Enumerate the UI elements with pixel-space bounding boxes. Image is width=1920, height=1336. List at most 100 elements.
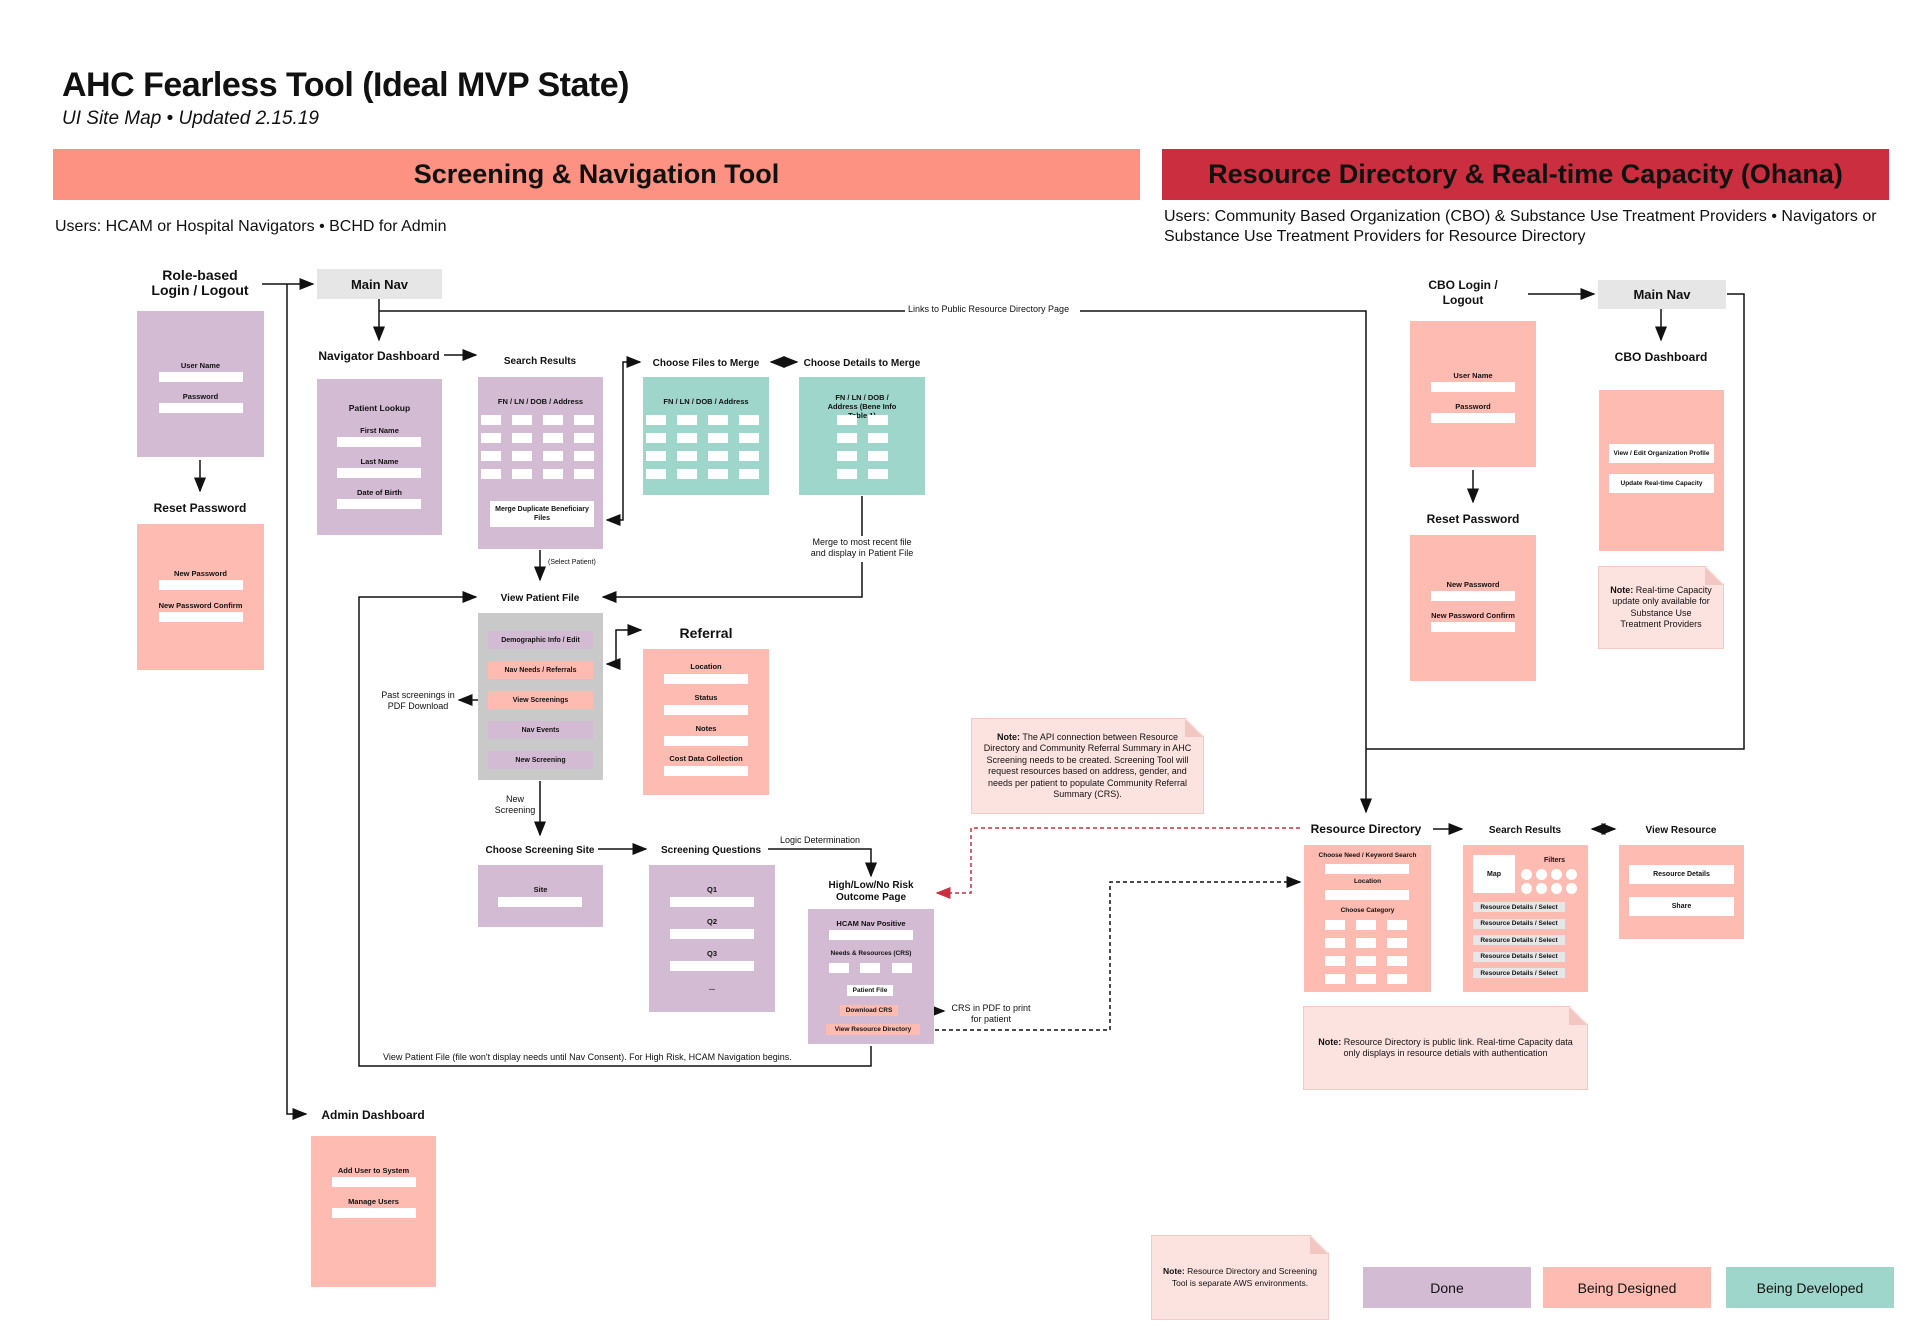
cbo-main-nav-button[interactable]: Main Nav (1598, 280, 1726, 309)
rd-location-field[interactable] (1325, 890, 1409, 900)
label-bg (905, 303, 1080, 317)
annotation-new-screening: New Screening (494, 794, 536, 815)
filter-option[interactable] (1521, 883, 1532, 894)
resource-result-row[interactable]: Resource Details / Select (1473, 951, 1565, 962)
table-heading: FN / LN / DOB / Address (497, 397, 584, 406)
screen-navigator-dashboard: Patient Lookup First Name Last Name Date… (317, 379, 442, 535)
note-rd-public: Note: Resource Directory is public link.… (1303, 1006, 1588, 1090)
field-label: Cost Data Collection (669, 754, 743, 763)
screen-outcome-page: HCAM Nav Positive Needs & Resources (CRS… (808, 909, 934, 1044)
notes-field[interactable] (664, 736, 748, 746)
merge-duplicate-button[interactable]: Merge Duplicate Beneficiary Files (490, 501, 594, 527)
cbo-username-field[interactable] (1431, 382, 1515, 392)
grid-cell (1387, 974, 1407, 984)
note-cbo-capacity: Note: Real-time Capacity update only ava… (1598, 566, 1724, 649)
arrow-login-admin (286, 284, 308, 1120)
q1-field[interactable] (670, 897, 754, 907)
nav-events-button[interactable]: Nav Events (488, 721, 593, 739)
manage-users-field[interactable] (332, 1208, 416, 1218)
field-label: Q3 (706, 949, 717, 958)
filter-option[interactable] (1536, 883, 1547, 894)
resource-result-row[interactable]: Resource Details / Select (1473, 935, 1565, 945)
grid-cell (481, 451, 501, 461)
crs-field[interactable] (829, 963, 849, 973)
screening-users: Users: HCAM or Hospital Navigators • BCH… (55, 218, 447, 235)
add-user-field[interactable] (332, 1177, 416, 1187)
crs-field[interactable] (892, 963, 912, 973)
dashed-arrow-api-connection (935, 827, 1300, 899)
site-field[interactable] (498, 897, 582, 907)
annotation-links-public: Links to Public Resource Directory Page (908, 304, 1070, 314)
legend-being-developed: Being Developed (1726, 1267, 1894, 1308)
resource-result-row[interactable]: Resource Details / Select (1473, 902, 1565, 912)
screen-cbo-reset-password: New Password New Password Confirm (1410, 535, 1536, 681)
cbo-password-field[interactable] (1431, 413, 1515, 423)
q3-field[interactable] (670, 961, 754, 971)
nav-needs-referrals-button[interactable]: Nav Needs / Referrals (488, 661, 593, 679)
field-label: New Password (1446, 580, 1500, 589)
screen-label-rd-search-results: Search Results (1488, 825, 1562, 836)
screen-label-search-results: Search Results (503, 356, 577, 367)
filter-option[interactable] (1566, 883, 1577, 894)
grid-cell (837, 433, 857, 443)
annotation-past-screenings: Past screenings in PDF Download (381, 690, 455, 711)
q2-field[interactable] (670, 929, 754, 939)
keyword-search-field[interactable] (1325, 864, 1409, 874)
cost-data-field[interactable] (664, 766, 748, 776)
nav-positive-field[interactable] (829, 930, 913, 940)
share-button[interactable]: Share (1629, 897, 1734, 916)
grid-cell (708, 469, 728, 479)
filter-option[interactable] (1521, 869, 1532, 880)
last-name-field[interactable] (337, 468, 421, 478)
username-field[interactable] (159, 372, 243, 382)
filter-option[interactable] (1566, 869, 1577, 880)
annotation-view-patient-loop: View Patient File (file won't display ne… (383, 1052, 792, 1062)
screen-label-login: Role-based Login / Logout (151, 267, 249, 298)
demographic-info-button[interactable]: Demographic Info / Edit (488, 631, 593, 649)
update-capacity-button[interactable]: Update Real-time Capacity (1609, 474, 1714, 493)
grid-cell (1325, 938, 1345, 948)
grid-cell (574, 433, 594, 443)
cbo-new-password-confirm-field[interactable] (1431, 622, 1515, 632)
arrow-mainnav-resource-directory (379, 310, 1372, 814)
crs-field[interactable] (860, 963, 880, 973)
screen-label-screening-questions: Screening Questions (660, 845, 762, 856)
status-field[interactable] (664, 705, 748, 715)
edit-org-profile-button[interactable]: View / Edit Organization Profile (1609, 444, 1714, 463)
filter-option[interactable] (1536, 869, 1547, 880)
grid-cell (1356, 956, 1376, 966)
filter-option[interactable] (1551, 869, 1562, 880)
grid-cell (574, 415, 594, 425)
filter-option[interactable] (1551, 883, 1562, 894)
grid-cell (708, 415, 728, 425)
resource-result-row[interactable]: Resource Details / Select (1473, 968, 1565, 978)
grid-cell (512, 451, 532, 461)
new-password-field[interactable] (159, 580, 243, 590)
grid-cell (677, 469, 697, 479)
location-field[interactable] (664, 674, 748, 684)
patient-file-button[interactable]: Patient File (847, 985, 893, 996)
new-screening-button[interactable]: New Screening (488, 751, 593, 769)
grid-cell (574, 469, 594, 479)
first-name-field[interactable] (337, 437, 421, 447)
view-screenings-button[interactable]: View Screenings (488, 691, 593, 709)
resource-details-button[interactable]: Resource Details (1629, 865, 1734, 884)
password-field[interactable] (159, 403, 243, 413)
cbo-new-password-field[interactable] (1431, 591, 1515, 601)
dob-field[interactable] (337, 499, 421, 509)
view-resource-directory-button[interactable]: View Resource Directory (826, 1024, 920, 1035)
grid-cell (543, 451, 563, 461)
new-password-confirm-field[interactable] (159, 612, 243, 622)
resource-result-row[interactable]: Resource Details / Select (1473, 918, 1565, 929)
grid-cell (1325, 956, 1345, 966)
arrow-search-choosefiles (605, 356, 642, 526)
main-nav-button[interactable]: Main Nav (317, 269, 442, 299)
grid-cell (1387, 956, 1407, 966)
field-label: Choose Need / Keyword Search (1318, 852, 1417, 859)
map-view[interactable]: Map (1473, 855, 1515, 893)
field-label: Site (533, 885, 548, 894)
download-crs-button[interactable]: Download CRS (840, 1005, 898, 1016)
field-label: Password (1455, 402, 1491, 411)
table-heading: FN / LN / DOB / Address (Bene Info Table… (827, 393, 897, 420)
